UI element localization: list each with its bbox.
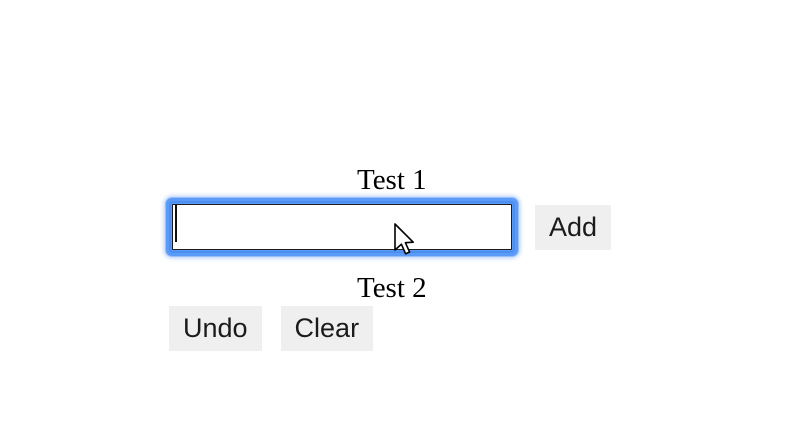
undo-button[interactable]: Undo bbox=[169, 306, 262, 351]
list-item: Test 2 bbox=[357, 272, 427, 304]
todo-input-focus-ring bbox=[166, 198, 518, 256]
todo-input[interactable] bbox=[172, 204, 512, 250]
todo-item-list: Test 1 Test 2 bbox=[357, 90, 427, 378]
input-row: Add bbox=[166, 198, 612, 256]
text-caret bbox=[175, 205, 177, 242]
add-button[interactable]: Add bbox=[535, 205, 612, 250]
action-row: Undo Clear bbox=[169, 306, 374, 351]
clear-button[interactable]: Clear bbox=[280, 306, 374, 351]
list-item: Test 1 bbox=[357, 164, 427, 196]
